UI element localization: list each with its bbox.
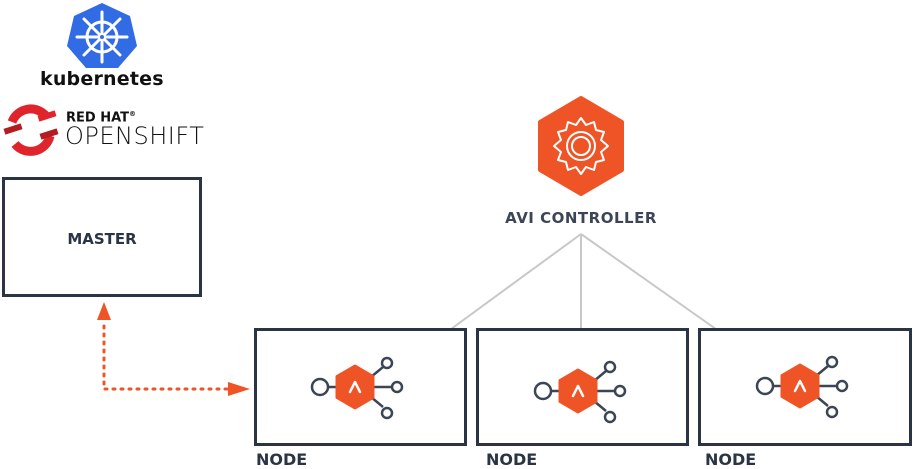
avi-controller: AVI CONTROLLER: [505, 96, 656, 236]
node-label-1: NODE: [256, 450, 308, 469]
node-box-1: [254, 328, 467, 446]
gear-hexagon-icon: [538, 96, 624, 196]
openshift-wordmark: OPENSHIFT: [65, 122, 205, 150]
kubernetes-wordmark: kubernetes: [40, 68, 164, 90]
node-label-2: NODE: [486, 450, 538, 469]
redhat-wordmark: RED HAT®: [66, 110, 136, 125]
controller-label: AVI CONTROLLER: [505, 209, 657, 227]
kubernetes-logo: kubernetes: [40, 2, 170, 92]
openshift-ring-icon: [3, 104, 59, 156]
redhat-text: RED HAT: [66, 110, 130, 126]
node-label-3: NODE: [705, 450, 757, 469]
openshift-logo: RED HAT® OPENSHIFT: [2, 102, 212, 158]
service-engine-icon-3: [755, 355, 849, 419]
service-engine-icon-2: [533, 360, 627, 424]
master-label: MASTER: [67, 230, 137, 248]
registered-mark: ®: [129, 110, 137, 118]
dotted-connector-line: [102, 324, 234, 391]
master-box: MASTER: [2, 177, 202, 297]
service-engine-icon-1: [310, 356, 404, 420]
arrow-up-icon: [97, 302, 111, 320]
kubernetes-helm-icon: [67, 3, 137, 68]
arrow-right-icon: [228, 382, 250, 396]
